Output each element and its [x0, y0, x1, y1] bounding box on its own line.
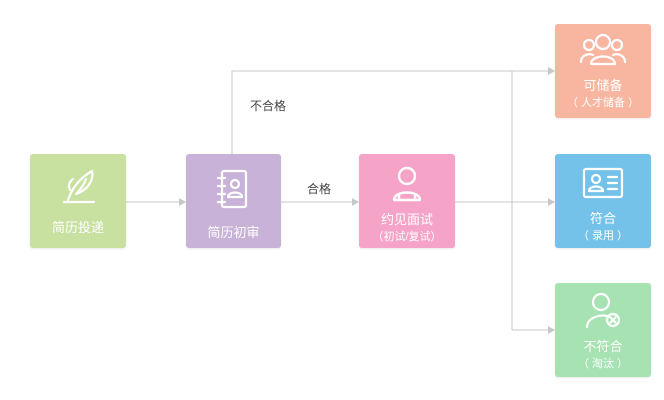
- node-hire: 符合 （ 录用 ）: [555, 154, 651, 248]
- node-label: 可储备: [583, 78, 623, 93]
- arrowhead-hire: [548, 198, 555, 206]
- node-label: 约见面试: [380, 212, 433, 227]
- edge-label-fail: 不合格: [250, 99, 287, 113]
- node-label: 不符合: [583, 339, 623, 354]
- arrowhead-reject: [548, 326, 555, 334]
- address-book-icon: [216, 169, 247, 209]
- node-sublabel: （ 录用 ）: [577, 230, 629, 242]
- arrowhead-reserve: [548, 67, 555, 75]
- group-icon: [579, 33, 627, 66]
- node-label: 符合: [589, 211, 616, 226]
- node-reject: 不符合 （ 淘汰 ）: [555, 283, 651, 377]
- node-sublabel: （初试/复试）: [372, 231, 442, 243]
- node-resume-review: 简历初审: [186, 154, 281, 248]
- arrowhead-interview: [352, 198, 359, 206]
- person-icon: [392, 166, 422, 202]
- node-label: 简历投递: [51, 220, 104, 235]
- node-resume-submission: 简历投递: [30, 154, 126, 248]
- node-talent-reserve: 可储备 （ 人才储备 ）: [555, 24, 651, 118]
- id-card-icon: [582, 167, 624, 199]
- person-reject-icon: [585, 292, 621, 329]
- arrowhead-review: [179, 198, 186, 206]
- node-label: 简历初审: [207, 225, 260, 240]
- quill-icon: [62, 169, 96, 204]
- node-interview: 约见面试 （初试/复试）: [359, 154, 455, 248]
- node-sublabel: （ 淘汰 ）: [577, 358, 629, 370]
- edge-review-reserve: [231, 70, 549, 154]
- node-sublabel: （ 人才储备 ）: [566, 97, 640, 109]
- edge-label-pass: 合格: [307, 182, 332, 196]
